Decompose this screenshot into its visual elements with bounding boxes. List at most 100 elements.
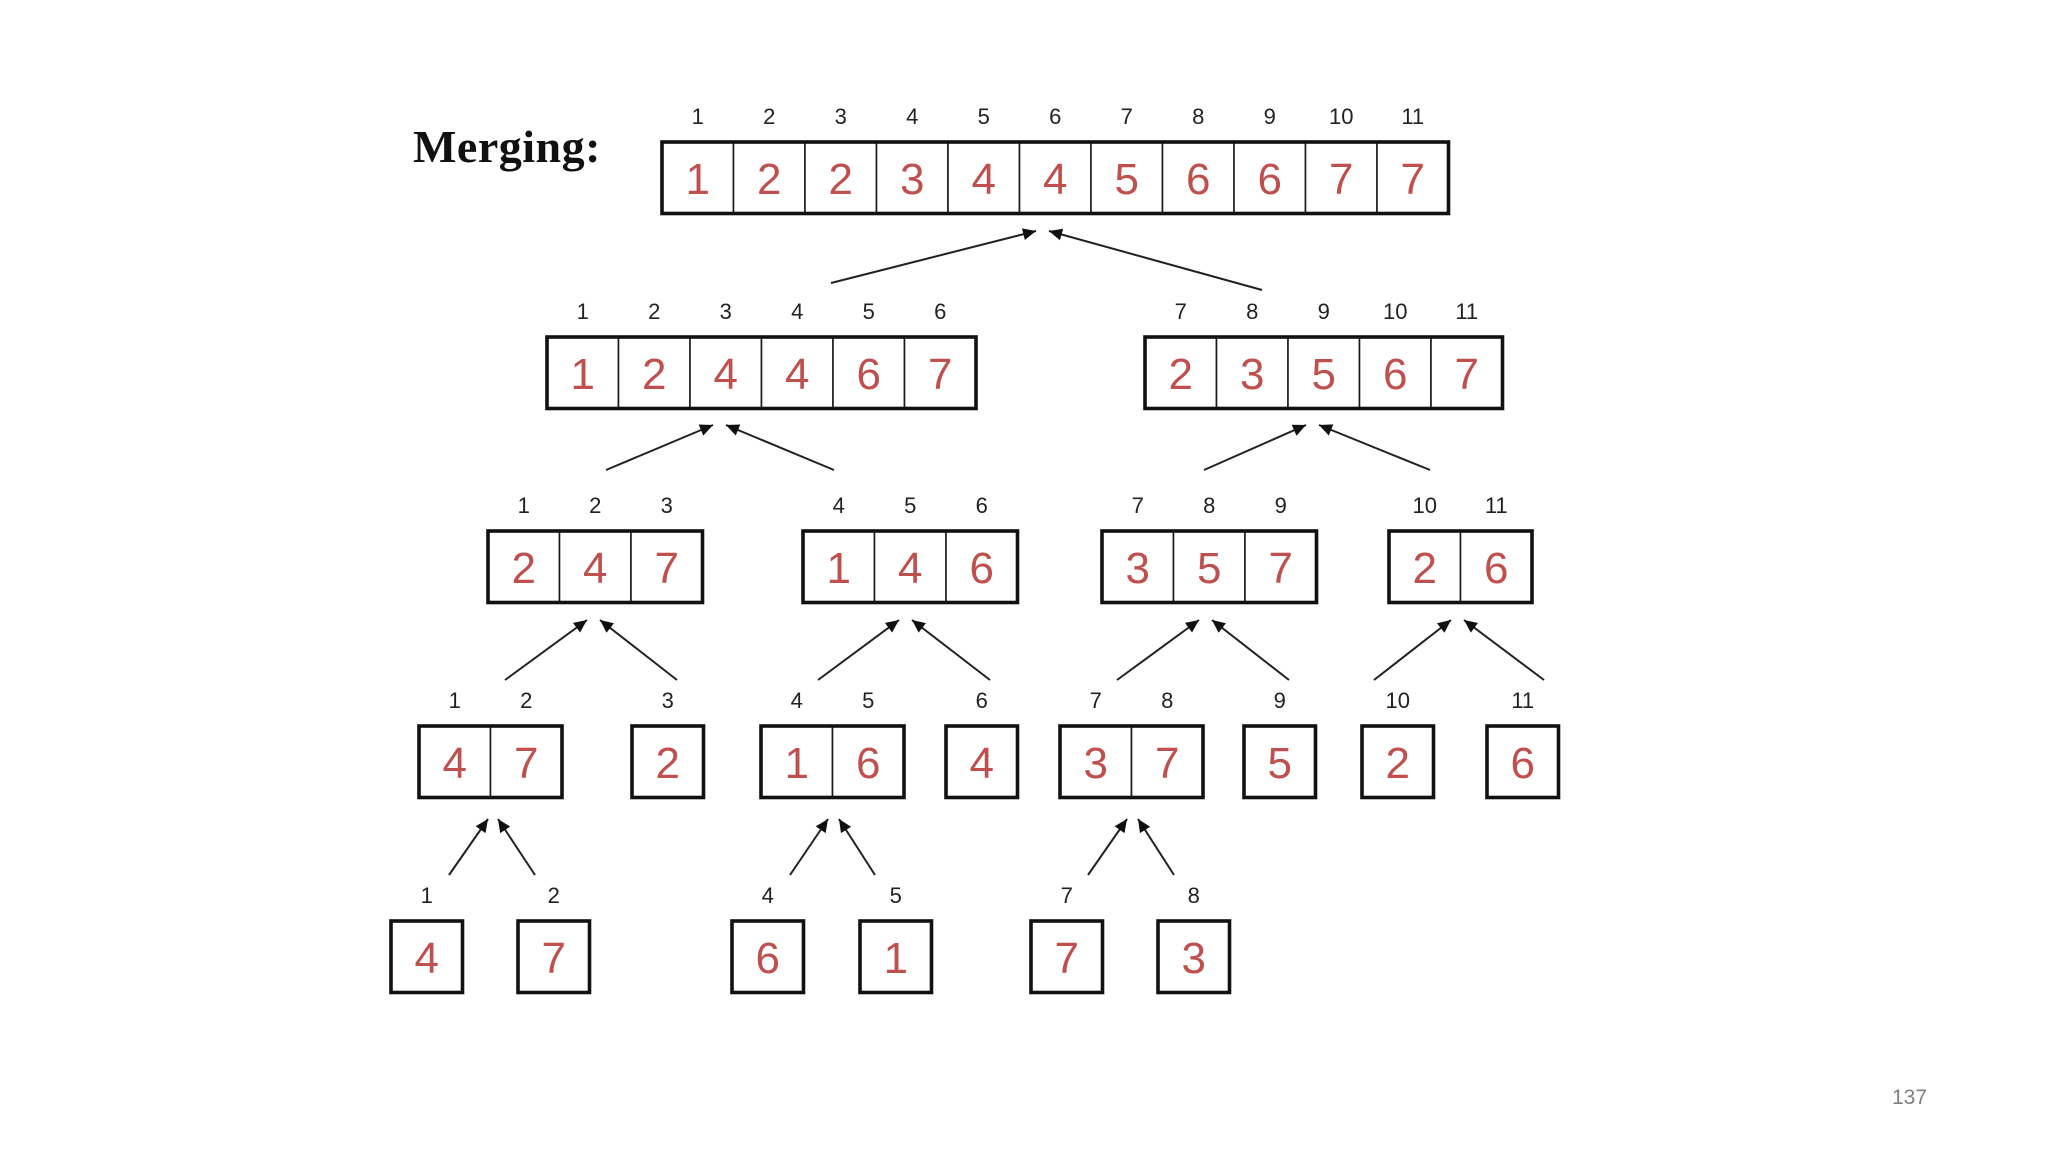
array-cell	[802, 530, 876, 604]
cell-index: 9	[1318, 299, 1330, 324]
cell-value: 5	[1268, 739, 1292, 788]
cell-index: 3	[662, 688, 674, 713]
cell-value: 4	[970, 739, 994, 788]
cell-value: 7	[655, 544, 679, 593]
array-block: 59	[1242, 688, 1318, 800]
cell-index: 3	[661, 493, 673, 518]
array-outline	[1242, 724, 1318, 800]
array-cell	[1486, 725, 1560, 799]
merge-arrow	[817, 619, 900, 681]
cell-value: 7	[1269, 544, 1293, 593]
array-block: 41	[389, 883, 465, 995]
cell-value: 3	[1182, 934, 1206, 983]
merge-arrow	[1116, 619, 1200, 681]
cell-value: 7	[542, 934, 566, 983]
arrow-head	[698, 424, 713, 436]
cell-index: 11	[1401, 104, 1424, 129]
cell-index: 4	[833, 493, 845, 518]
array-block: 77	[1029, 883, 1105, 995]
arrow-head	[1464, 620, 1478, 633]
cell-index: 2	[589, 493, 601, 518]
cell-value: 4	[415, 934, 439, 983]
array-cell	[831, 725, 905, 799]
array-outline	[630, 724, 706, 800]
array-outline	[858, 919, 934, 995]
cell-index: 6	[934, 299, 946, 324]
array-outline	[1058, 724, 1205, 800]
cell-index: 2	[520, 688, 532, 713]
cell-value: 2	[829, 155, 853, 204]
cell-value: 3	[1084, 739, 1108, 788]
array-outline	[1485, 724, 1561, 800]
array-cell	[1172, 530, 1246, 604]
cell-index: 2	[763, 104, 775, 129]
array-block: 46	[944, 688, 1020, 800]
merge-arrow	[1048, 230, 1263, 291]
cell-value: 1	[686, 155, 710, 204]
cell-index: 7	[1132, 493, 1144, 518]
cell-value: 1	[571, 350, 595, 399]
array-cell	[1459, 530, 1533, 604]
array-cell	[1243, 725, 1317, 799]
array-block: 23	[630, 688, 706, 800]
cell-index: 2	[548, 883, 560, 908]
cell-index: 9	[1274, 688, 1286, 713]
cell-index: 8	[1188, 883, 1200, 908]
cell-index: 1	[692, 104, 704, 129]
cell-index: 1	[518, 493, 530, 518]
cell-value: 3	[1126, 544, 1150, 593]
array-block: 15	[858, 883, 934, 995]
array-outline	[801, 529, 1020, 605]
arrow-head	[839, 819, 852, 834]
cell-value: 4	[785, 350, 809, 399]
cell-value: 2	[1386, 739, 1410, 788]
cell-index: 9	[1264, 104, 1276, 129]
arrow-head	[475, 819, 488, 834]
array-outline	[516, 919, 592, 995]
cell-value: 6	[1511, 739, 1535, 788]
merge-arrow	[504, 619, 588, 681]
merge-arrow	[1373, 619, 1452, 681]
cell-value: 1	[785, 739, 809, 788]
array-outline	[1387, 529, 1534, 605]
cell-index: 11	[1511, 688, 1534, 713]
cell-index: 10	[1386, 688, 1410, 713]
cell-index: 7	[1090, 688, 1102, 713]
page-number: 137	[1892, 1086, 1928, 1109]
cell-value: 3	[900, 155, 924, 204]
array-outline	[1029, 919, 1105, 995]
array-outline	[759, 724, 906, 800]
cell-index: 11	[1485, 493, 1508, 518]
merge-arrow	[1318, 424, 1431, 471]
array-cell	[487, 530, 561, 604]
array-outline	[944, 724, 1020, 800]
cell-value: 5	[1115, 155, 1139, 204]
cell-index: 5	[904, 493, 916, 518]
cell-index: 3	[720, 299, 732, 324]
cell-index: 5	[863, 299, 875, 324]
array-cell	[760, 336, 834, 410]
array-cell	[1161, 141, 1235, 215]
cell-index: 2	[648, 299, 660, 324]
cell-index: 4	[762, 883, 774, 908]
cell-index: 8	[1161, 688, 1173, 713]
arrow-head	[1021, 228, 1036, 241]
cell-index: 10	[1329, 104, 1353, 129]
cell-index: 5	[978, 104, 990, 129]
cell-value: 7	[1055, 934, 1079, 983]
cell-value: 4	[443, 739, 467, 788]
cell-index: 1	[577, 299, 589, 324]
cell-value: 1	[884, 934, 908, 983]
cell-value: 3	[1240, 350, 1264, 399]
cell-index: 10	[1383, 299, 1407, 324]
array-cell	[1101, 530, 1175, 604]
cell-value: 6	[756, 934, 780, 983]
cell-index: 8	[1192, 104, 1204, 129]
cell-value: 5	[1312, 350, 1336, 399]
cell-value: 5	[1197, 544, 1221, 593]
